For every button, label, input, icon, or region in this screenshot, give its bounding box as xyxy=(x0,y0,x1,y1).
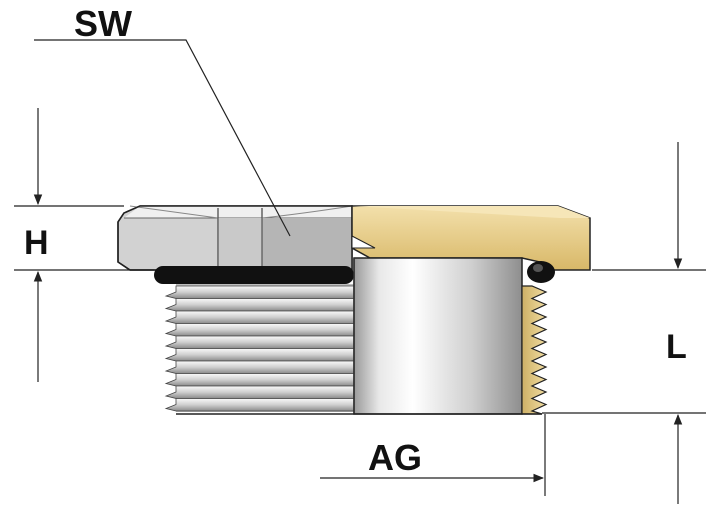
thread-ridge xyxy=(164,285,355,299)
thread-ridge xyxy=(164,310,355,324)
thread-ridge xyxy=(164,348,355,362)
thread-ridge xyxy=(164,373,355,387)
thread-ridge xyxy=(164,298,355,312)
inner-bore xyxy=(353,257,523,415)
external-thread xyxy=(164,284,355,412)
l-label: L xyxy=(666,328,687,366)
thread-ridge xyxy=(164,335,355,349)
thread-ridge xyxy=(164,385,355,399)
thread-ridge xyxy=(164,398,355,412)
ag-label: AG xyxy=(368,437,422,478)
sw-leader-line xyxy=(34,39,291,237)
dimension-lines xyxy=(14,39,706,504)
thread-ridge xyxy=(164,323,355,337)
thread-ridge xyxy=(164,360,355,374)
h-label: H xyxy=(24,224,49,262)
hex-head xyxy=(117,205,353,271)
brass-thread-section xyxy=(521,285,548,415)
sw-label: SW xyxy=(74,3,132,44)
seal-ring xyxy=(154,261,555,284)
